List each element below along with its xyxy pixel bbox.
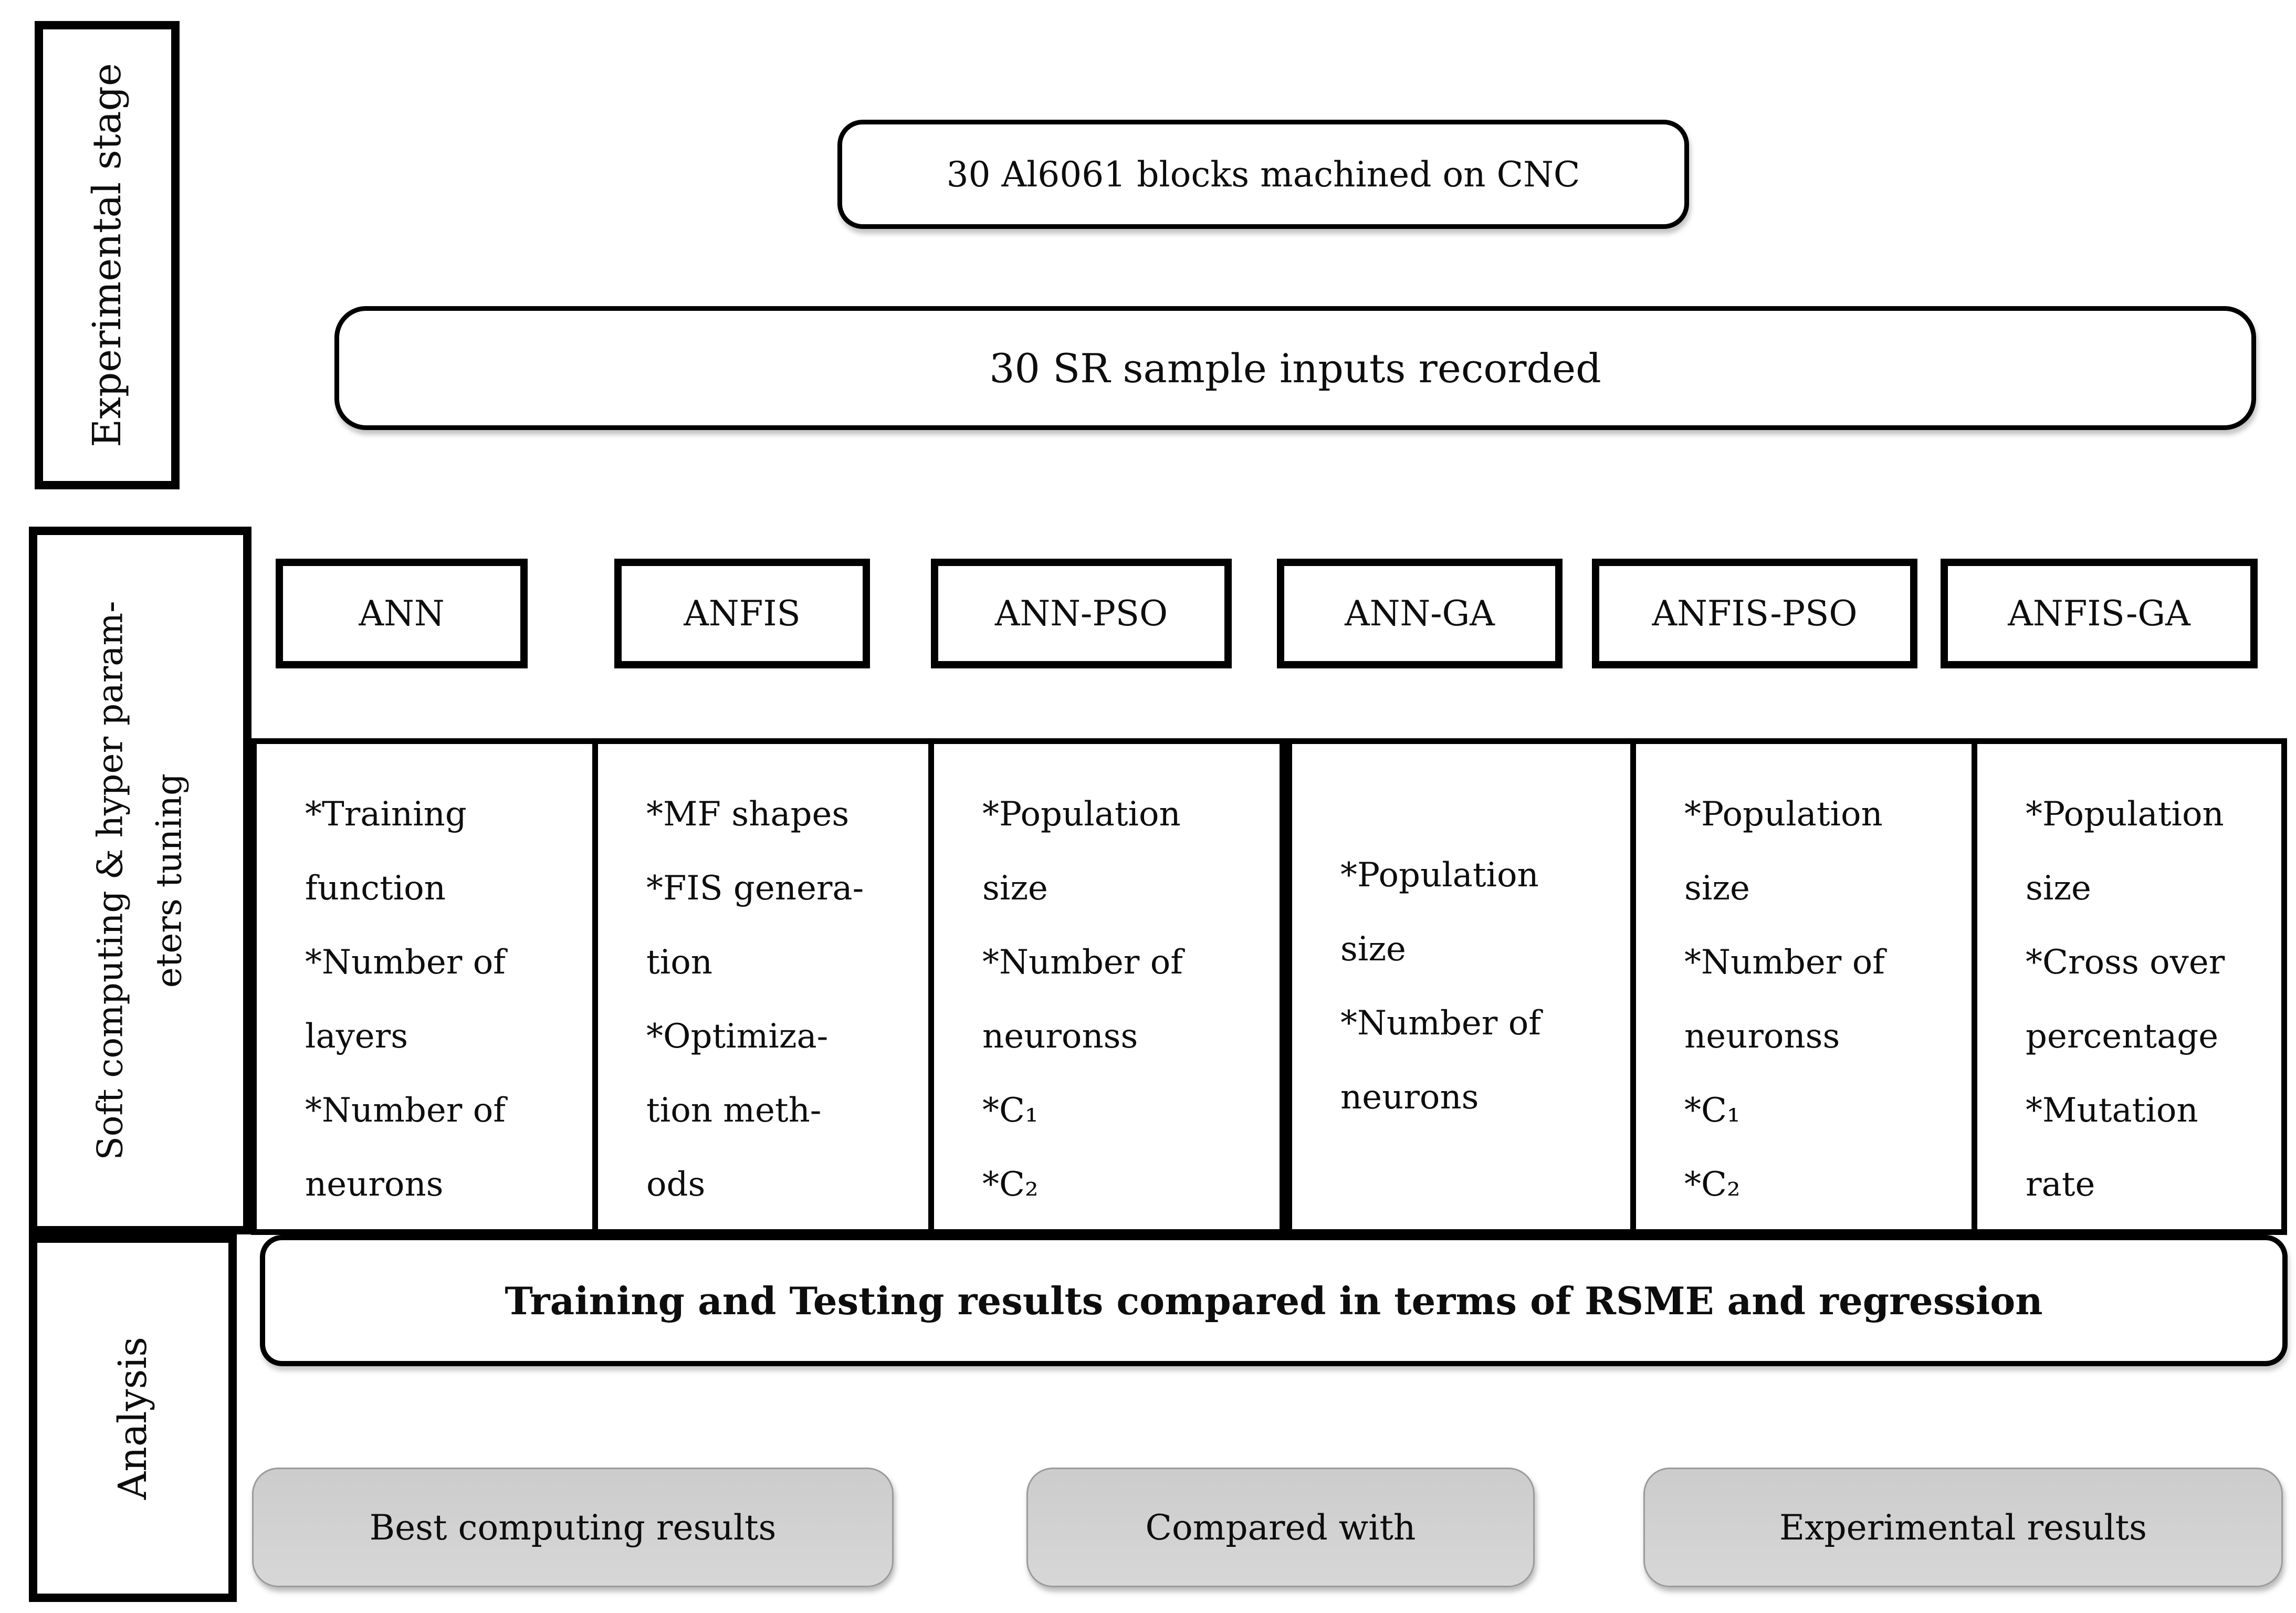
param-line: *MF shapes	[646, 795, 850, 834]
param-line: *C₁	[982, 1091, 1039, 1130]
param-line: *Optimiza-	[646, 1017, 829, 1056]
param-line: tion meth-	[646, 1091, 822, 1130]
param-line: *Cross over	[2026, 943, 2225, 982]
param-line: *Population	[1684, 795, 1883, 834]
method-header-anfis-text: ANFIS	[684, 593, 801, 634]
param-line: rate	[2026, 1165, 2095, 1204]
stage-box-analysis: Analysis	[29, 1234, 237, 1602]
param-line: size	[2026, 869, 2091, 908]
stage-box-soft-computing: Soft computing & hyper param- eters tuni…	[29, 527, 251, 1234]
method-header-anfis: ANFIS	[614, 559, 870, 668]
param-line: *Number of	[1684, 943, 1885, 982]
stage-box-soft-computing-wrap: Soft computing & hyper param- eters tuni…	[37, 535, 243, 1226]
method-header-anfis-pso-text: ANFIS-PSO	[1652, 593, 1858, 634]
method-header-ann-ga: ANN-GA	[1277, 559, 1563, 668]
result-box-experimental-results: Experimental results	[1643, 1468, 2283, 1587]
method-header-ann-pso-text: ANN-PSO	[994, 593, 1168, 634]
param-line: *Number of	[305, 943, 506, 982]
param-line: neurons	[1340, 1078, 1479, 1117]
stage-label-soft-computing-line1: Soft computing & hyper param-	[90, 601, 131, 1160]
comparison-banner-text: Training and Testing results compared in…	[505, 1278, 2043, 1323]
param-line: size	[1340, 930, 1406, 969]
method-header-ann-ga-text: ANN-GA	[1345, 593, 1495, 634]
step-box-sr-samples: 30 SR sample inputs recorded	[334, 306, 2256, 430]
param-line: *Population	[982, 795, 1181, 834]
parameters-cell-ann: *Training function *Number of layers *Nu…	[257, 744, 598, 1229]
param-line: neuronss	[1684, 1017, 1840, 1056]
stage-label-analysis: Analysis	[110, 1336, 155, 1500]
result-box-best-computing-text: Best computing results	[369, 1507, 777, 1548]
param-line: *C₁	[1684, 1091, 1741, 1130]
param-line: neurons	[305, 1165, 444, 1204]
param-line: *Training	[305, 795, 467, 834]
param-line: *Number of	[982, 943, 1183, 982]
step-box-cnc-machining-text: 30 Al6061 blocks machined on CNC	[946, 154, 1580, 195]
stage-label-soft-computing-line2: eters tuning	[149, 773, 190, 988]
step-box-sr-samples-text: 30 SR sample inputs recorded	[989, 344, 1601, 392]
param-line: *C₂	[982, 1165, 1039, 1204]
stage-box-analysis-wrap: Analysis	[37, 1243, 228, 1594]
result-box-experimental-results-text: Experimental results	[1779, 1507, 2147, 1548]
comparison-banner: Training and Testing results compared in…	[260, 1235, 2288, 1366]
param-line: *Mutation	[2026, 1091, 2198, 1130]
param-line: *FIS genera-	[646, 869, 864, 908]
parameters-cell-anfis-ga: *Population size *Cross over percentage …	[1977, 744, 2281, 1229]
stage-box-experimental-wrap: Experimental stage	[43, 29, 171, 481]
param-line: tion	[646, 943, 712, 982]
parameters-grid: *Training function *Number of layers *Nu…	[251, 738, 2287, 1235]
method-header-anfis-pso: ANFIS-PSO	[1592, 559, 1917, 668]
param-line: *Number of	[1340, 1004, 1541, 1043]
stage-box-experimental: Experimental stage	[35, 21, 180, 489]
method-header-anfis-ga-text: ANFIS-GA	[2008, 593, 2190, 634]
param-line: *Population	[2026, 795, 2224, 834]
stage-label-soft-computing: Soft computing & hyper param- eters tuni…	[81, 601, 199, 1160]
method-header-anfis-ga: ANFIS-GA	[1941, 559, 2258, 668]
result-box-compared-with: Compared with	[1026, 1468, 1535, 1587]
param-line: *C₂	[1684, 1165, 1741, 1204]
method-header-ann-pso: ANN-PSO	[931, 559, 1232, 668]
method-header-ann: ANN	[276, 559, 528, 668]
param-line: *Population	[1340, 856, 1539, 895]
parameters-cell-ann-ga: *Population size *Number of neurons	[1292, 744, 1636, 1229]
param-line: function	[305, 869, 446, 908]
parameters-cell-ann-pso: *Population size *Number of neuronss *C₁…	[934, 744, 1292, 1229]
method-header-ann-text: ANN	[359, 593, 445, 634]
step-box-cnc-machining: 30 Al6061 blocks machined on CNC	[837, 120, 1689, 229]
param-line: ods	[646, 1165, 706, 1204]
param-line: layers	[305, 1017, 408, 1056]
result-box-compared-with-text: Compared with	[1145, 1507, 1416, 1548]
param-line: *Number of	[305, 1091, 506, 1130]
parameters-cell-anfis: *MF shapes *FIS genera- tion *Optimiza- …	[598, 744, 934, 1229]
result-box-best-computing: Best computing results	[252, 1468, 894, 1587]
stage-label-experimental: Experimental stage	[85, 63, 130, 447]
param-line: percentage	[2026, 1017, 2219, 1056]
param-line: size	[982, 869, 1048, 908]
param-line: size	[1684, 869, 1750, 908]
parameters-cell-anfis-pso: *Population size *Number of neuronss *C₁…	[1636, 744, 1977, 1229]
param-line: neuronss	[982, 1017, 1138, 1056]
